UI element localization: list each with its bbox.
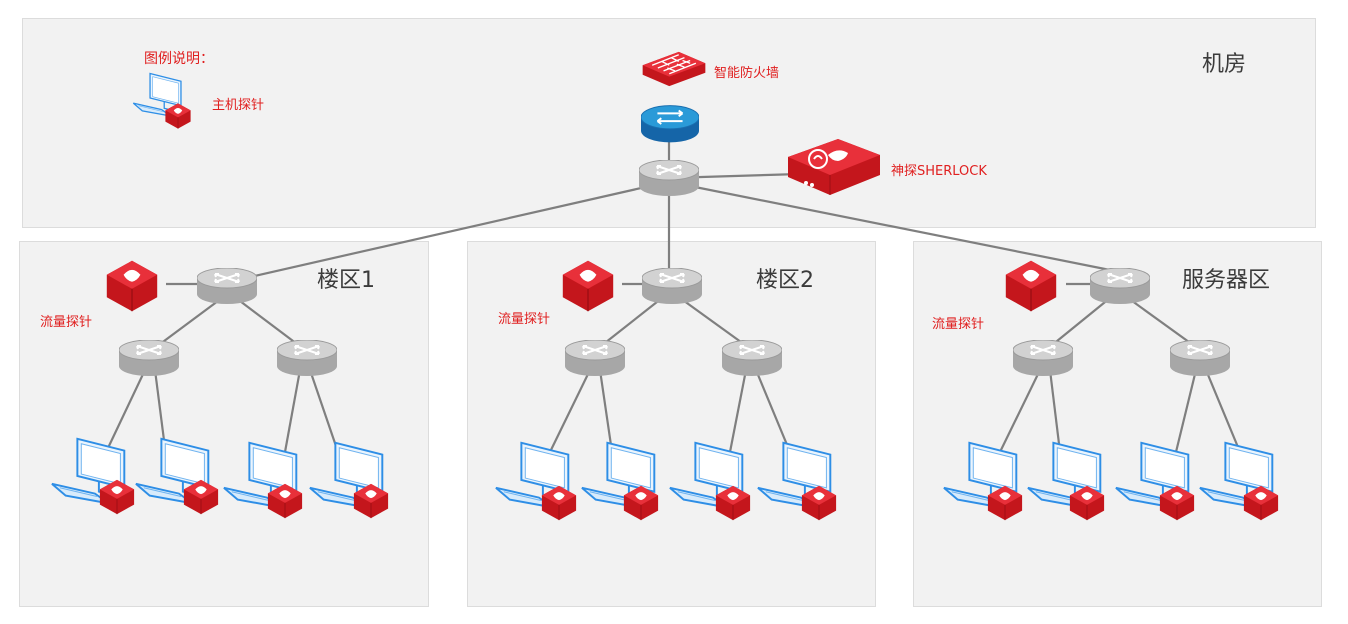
router-icon bbox=[641, 105, 699, 143]
zone-links bbox=[107, 282, 1242, 453]
zone2-right-switch-icon bbox=[722, 340, 782, 376]
server-zone-top-switch-icon bbox=[1090, 268, 1150, 304]
legend-title: 图例说明： bbox=[144, 51, 214, 67]
sherlock-label: 神探SHERLOCK bbox=[891, 164, 987, 179]
legend-host-probe-label: 主机探针 bbox=[212, 98, 265, 113]
server-zone-title: 服务器区 bbox=[1182, 268, 1271, 293]
zone1-title: 楼区1 bbox=[317, 268, 375, 293]
legend-probe-icon bbox=[165, 103, 191, 129]
zone1-traffic-probe-icon bbox=[105, 259, 159, 313]
zone1-probe-label: 流量探针 bbox=[40, 315, 93, 330]
zone1-top-switch-icon bbox=[197, 268, 257, 304]
zone1-right-switch-icon bbox=[277, 340, 337, 376]
sherlock-appliance-icon bbox=[786, 137, 882, 197]
zone2-traffic-probe-icon bbox=[561, 259, 615, 313]
zone1-left-switch-icon bbox=[119, 340, 179, 376]
zone2-title: 楼区2 bbox=[756, 268, 814, 293]
zone2-left-switch-icon bbox=[565, 340, 625, 376]
server-zone-right-switch-icon bbox=[1170, 340, 1230, 376]
zone2-top-switch-icon bbox=[642, 268, 702, 304]
server-zone-left-switch-icon bbox=[1013, 340, 1073, 376]
host-probe-icon bbox=[541, 485, 577, 521]
host-probe-icon bbox=[99, 479, 135, 515]
firewall-label: 智能防火墙 bbox=[714, 66, 780, 81]
server-zone-probe-label: 流量探针 bbox=[932, 317, 985, 332]
host-probe-icon bbox=[715, 485, 751, 521]
host-probe-icon bbox=[183, 479, 219, 515]
core-switch-icon bbox=[639, 160, 699, 196]
machine-room-title: 机房 bbox=[1202, 52, 1247, 77]
firewall-icon bbox=[641, 51, 707, 87]
server-zone-traffic-probe-icon bbox=[1004, 259, 1058, 313]
zone2-probe-label: 流量探针 bbox=[498, 312, 551, 327]
